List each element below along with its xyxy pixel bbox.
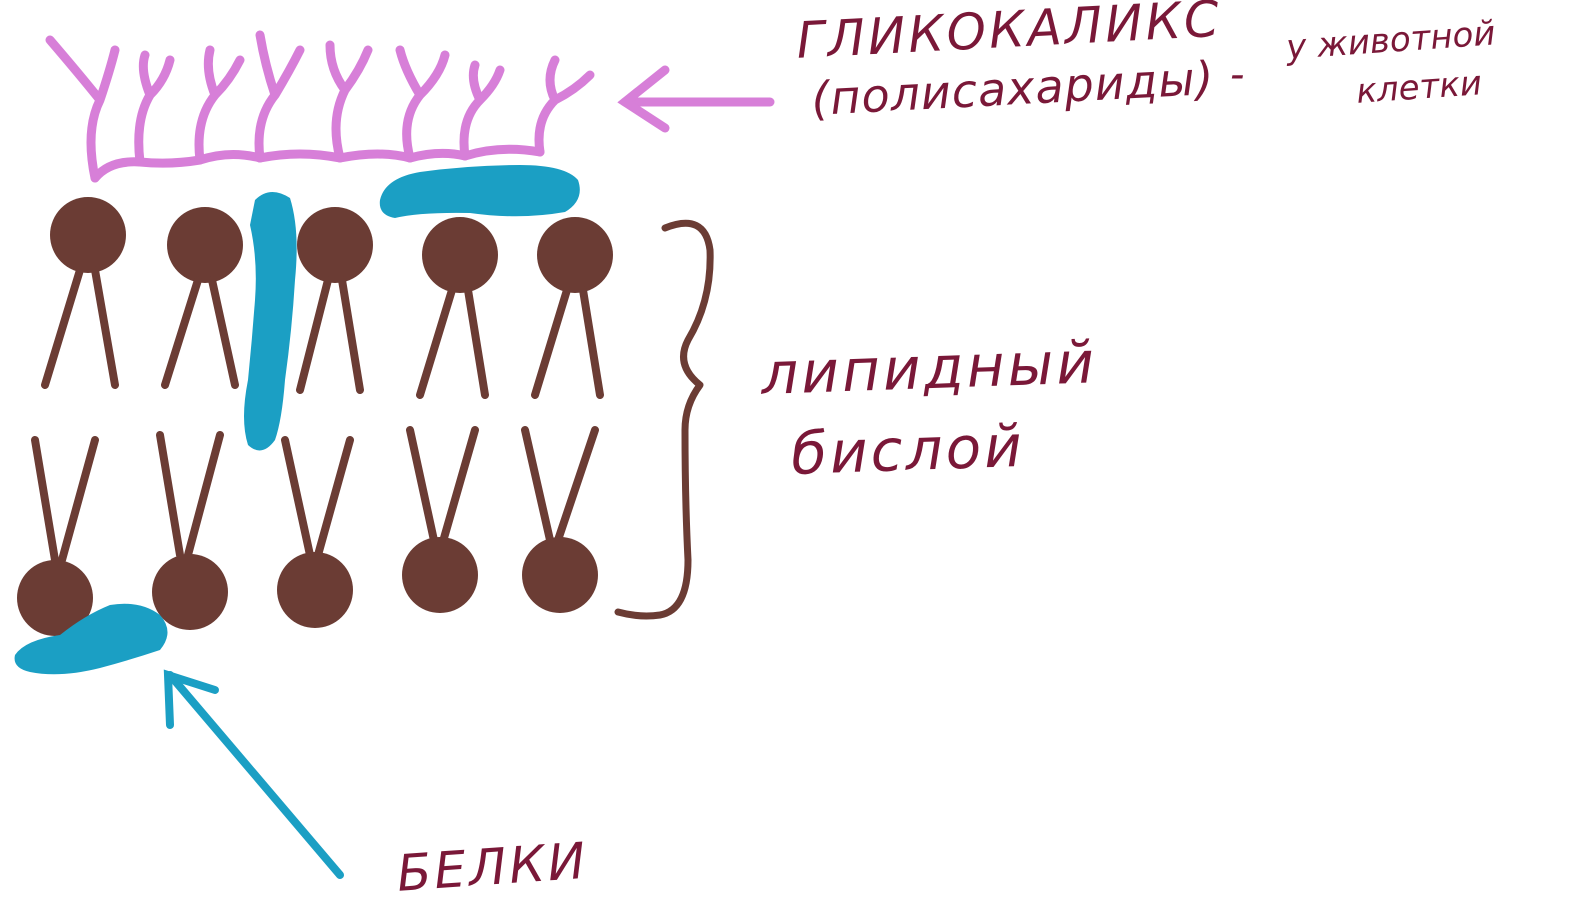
peripheral-protein-top (380, 165, 580, 218)
lipid-molecule (152, 435, 228, 630)
proteins-arrow (168, 675, 340, 875)
glycocalyx-branch (464, 65, 500, 156)
lipid-molecule (17, 440, 95, 636)
lipid-molecule (522, 430, 598, 613)
lipid-molecule (297, 207, 373, 390)
glycocalyx-branch (259, 35, 300, 158)
lipid-bilayer-label-line2: бислой (790, 412, 1026, 488)
glycocalyx (50, 35, 590, 178)
lipid-molecule (402, 430, 478, 613)
lower-lipid-layer (17, 430, 598, 636)
label-dash: - (1230, 52, 1247, 98)
lipid-bilayer-label-line1: липидный (760, 328, 1098, 408)
bilayer-brace (618, 223, 710, 616)
glycocalyx-branch (400, 50, 445, 158)
glycocalyx-branch (50, 40, 115, 178)
upper-lipid-layer (45, 197, 613, 395)
transmembrane-protein (244, 192, 297, 450)
lipid-molecule (45, 197, 126, 385)
glycocalyx-branch (539, 60, 590, 152)
glycocalyx-arrow (625, 70, 770, 128)
lipid-molecule (420, 217, 498, 395)
lipid-molecule (277, 440, 353, 628)
lipid-molecule (535, 217, 613, 395)
glycocalyx-branch (139, 55, 170, 162)
glycocalyx-branch (330, 45, 368, 158)
glycocalyx-branch (199, 50, 240, 160)
lipid-molecule (165, 207, 243, 385)
